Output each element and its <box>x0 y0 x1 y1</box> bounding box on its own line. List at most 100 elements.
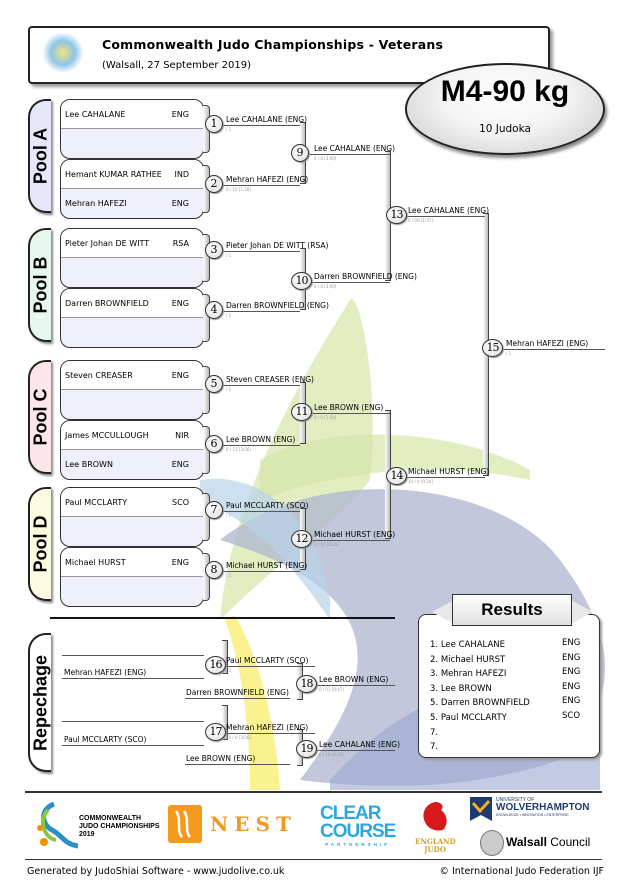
match-score: 0 / 10 [0:32] <box>319 752 344 757</box>
competitor-slot: Darren BROWNFIELD ENG <box>61 289 203 318</box>
result-row: 7. <box>430 742 438 752</box>
match-number[interactable]: 7 <box>205 501 223 519</box>
competitor-country: ENG <box>171 460 189 469</box>
result-row: 5. Darren BROWNFIELD <box>430 698 530 708</box>
competitor-box: Steven CREASER ENG <box>60 360 204 420</box>
repechage-entry: Lee BROWN (ENG) <box>186 754 256 763</box>
match-score: 0 / 0 [3:00] <box>314 284 337 289</box>
match-number[interactable]: 12 <box>291 530 312 548</box>
match-winner: Mehran HAFEZI (ENG) <box>506 339 589 348</box>
competitor-box: Hemant KUMAR RATHEE IND Mehran HAFEZI EN… <box>60 159 204 219</box>
match-number[interactable]: 13 <box>386 206 407 224</box>
match-number[interactable]: 9 <box>291 144 309 162</box>
competitor-name: Mehran HAFEZI <box>65 199 127 208</box>
result-name: Lee BROWN <box>440 683 492 694</box>
match-number[interactable]: 19 <box>296 740 317 758</box>
match-number[interactable]: 11 <box>291 403 312 421</box>
footer-line <box>25 859 602 860</box>
competitor-name: James MCCULLOUGH <box>65 431 149 440</box>
winner-line <box>310 282 390 283</box>
match-number[interactable]: 3 <box>205 241 223 259</box>
result-name: Darren BROWNFIELD <box>440 698 530 709</box>
winner-line <box>310 540 390 541</box>
competitor-slot <box>61 517 203 546</box>
competitor-slot <box>61 129 203 158</box>
match-number[interactable]: 6 <box>205 435 223 453</box>
competitor-slot <box>61 390 203 419</box>
match-number[interactable]: 10 <box>291 272 312 290</box>
winner-line <box>222 666 315 667</box>
match-score: / 1 <box>226 127 232 132</box>
winner-line <box>222 733 315 734</box>
competitor-name: Lee CAHALANE <box>65 110 126 119</box>
match-winner: Mehran HAFEZI (ENG) <box>226 723 309 732</box>
ribbon-right <box>571 600 593 624</box>
nest-logo-icon <box>168 805 202 843</box>
wolverhampton-text: UNIVERSITY OF WOLVERHAMPTON KNOWLEDGE • … <box>496 797 590 817</box>
result-country: ENG <box>562 696 581 707</box>
match-winner: Lee CAHALANE (ENG) <box>314 144 396 153</box>
competitor-slot: Pieter Johan DE WITT RSA <box>61 229 203 258</box>
winner-line <box>222 571 300 572</box>
winner-line <box>404 477 485 478</box>
competitor-name: Lee BROWN <box>65 460 113 469</box>
competitor-slot <box>61 318 203 347</box>
result-rank: 3. <box>430 683 439 694</box>
match-number[interactable]: 18 <box>296 675 317 693</box>
competitor-name: Paul MCCLARTY <box>65 498 128 507</box>
result-country: SCO <box>562 711 581 721</box>
match-number[interactable]: 17 <box>205 723 226 741</box>
result-country: ENG <box>562 638 581 648</box>
match-number[interactable]: 15 <box>482 339 503 357</box>
competitor-country: ENG <box>171 199 189 208</box>
match-score: 10 / 0 [0:24] <box>408 479 433 484</box>
match-number[interactable]: 1 <box>205 115 223 133</box>
result-rank: 5. <box>430 698 439 709</box>
match-number[interactable]: 16 <box>205 656 226 674</box>
match-winner: Michael HURST (ENG) <box>226 561 308 570</box>
repechage-entry: Darren BROWNFIELD (ENG) <box>186 688 289 697</box>
winner-line <box>222 251 300 252</box>
match-number[interactable]: 8 <box>205 561 223 579</box>
competitor-slot: James MCCULLOUGH NIR <box>61 421 203 450</box>
match-winner: Michael HURST (ENG) <box>314 530 396 539</box>
result-name: Lee CAHALANE <box>440 640 506 650</box>
match-number[interactable]: 2 <box>205 175 223 193</box>
result-rank: 1. <box>430 640 439 650</box>
match-number[interactable]: 14 <box>386 467 407 485</box>
match-score: 0 / 0 [1:54] <box>314 415 337 420</box>
match-score: / 1 <box>226 313 232 318</box>
competitor-country: ENG <box>171 110 189 119</box>
nest-text: NEST <box>210 812 297 836</box>
copyright: © International Judo Federation IJF <box>439 866 604 877</box>
competitor-slot: Hemant KUMAR RATHEE IND <box>61 160 203 189</box>
competitor-country: RSA <box>172 239 189 248</box>
result-rank: 5. <box>430 713 439 723</box>
winner-line <box>222 511 300 512</box>
match-score: 0 / 10 [1:58] <box>226 187 251 192</box>
winner-line <box>222 445 300 446</box>
repechage-line <box>185 764 290 765</box>
cjc-2019-logo-icon <box>34 800 84 850</box>
pool-a-label: Pool A <box>28 99 51 213</box>
page-title: Commonwealth Judo Championships - Vetera… <box>102 37 444 52</box>
result-country: ENG <box>562 652 581 663</box>
match-winner: Steven CREASER (ENG) <box>226 375 314 384</box>
winner-line <box>310 154 390 155</box>
category-badge: M4-90 kg 10 Judoka <box>405 63 605 155</box>
match-number[interactable]: 5 <box>205 375 223 393</box>
match-score: / 1 <box>506 351 512 356</box>
winner-line <box>310 413 390 414</box>
competitor-country: ENG <box>171 371 189 380</box>
generated-by: Generated by JudoShiai Software - www.ju… <box>27 866 285 877</box>
repechage-line <box>62 721 204 722</box>
walsall-council-text: Walsall Council <box>506 835 591 849</box>
competitor-slot <box>61 577 203 606</box>
competitor-slot: Steven CREASER ENG <box>61 361 203 390</box>
match-winner: Pieter Johan DE WITT (RSA) <box>226 241 329 250</box>
match-number[interactable]: 4 <box>205 301 223 319</box>
match-winner: Lee BROWN (ENG) <box>319 675 389 684</box>
competitor-country: IND <box>174 170 189 179</box>
competitor-name: Steven CREASER <box>65 371 133 380</box>
